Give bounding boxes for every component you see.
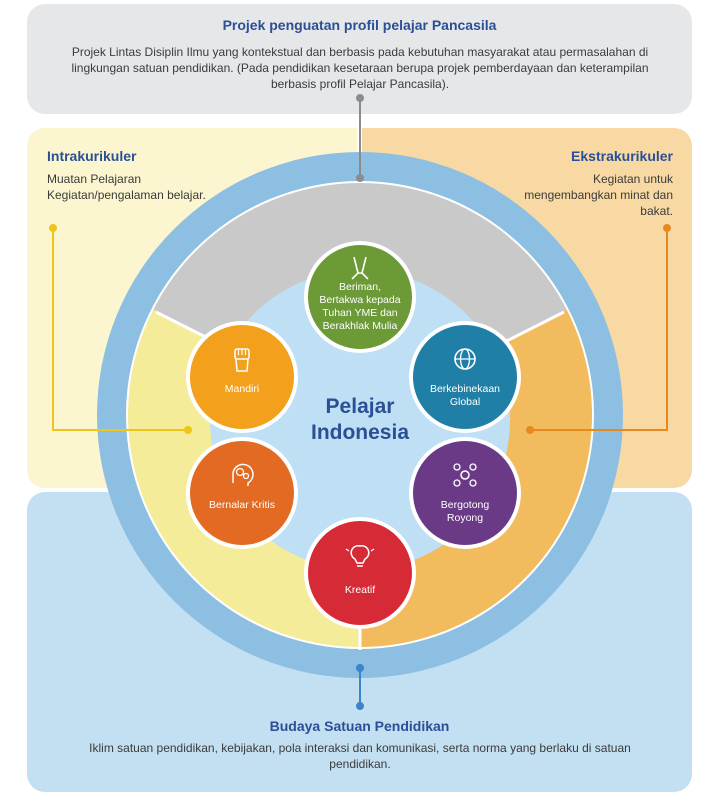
cocurricular-title: Projek penguatan profil pelajar Pancasil… — [222, 17, 497, 33]
dimension-circle — [413, 441, 517, 545]
center-label: Pelajar Indonesia — [305, 394, 415, 446]
center-label-line1: Pelajar — [325, 395, 395, 418]
connector-left — [52, 228, 188, 431]
dimension-label: Bernalar Kritis — [209, 499, 275, 511]
dimension-label: Beriman, Bertakwa kepada Tuhan YME dan B… — [319, 281, 401, 332]
connector-top-dot — [356, 94, 364, 102]
dimension-label: Kreatif — [344, 584, 376, 596]
lightbulb-icon — [345, 545, 375, 567]
dimension-circle — [190, 441, 294, 545]
connector-bottom-dot — [356, 664, 364, 672]
center-label-line2: Indonesia — [310, 421, 410, 444]
connector-right-dot — [663, 224, 671, 232]
connector-right-dot-end — [526, 426, 534, 434]
connector-left-dot-end — [184, 426, 192, 434]
raised-fist-icon — [234, 348, 250, 372]
cocurricular-description: Projek Lintas Disiplin Ilmu yang konteks… — [71, 45, 649, 91]
teamwork-icon — [453, 463, 477, 487]
dimension-circle — [413, 325, 517, 429]
school-culture-title: Budaya Satuan Pendidikan — [269, 718, 450, 734]
connector-bottom-dot-end — [356, 702, 364, 710]
dimension-label: Bergotong Royong — [440, 499, 490, 524]
dimension-circle — [190, 325, 294, 429]
dimension-label: Berkebinekaan Global — [429, 383, 501, 408]
praying-hands-icon — [351, 256, 369, 280]
connector-top-dot-end — [356, 174, 364, 182]
intracurricular-title: Intrakurikuler — [47, 148, 137, 164]
extracurricular-description: Kegiatan untuk mengembangkan minat dan b… — [524, 172, 673, 218]
school-culture-description: Iklim satuan pendidikan, kebijakan, pola… — [89, 741, 631, 771]
connector-right — [530, 228, 668, 431]
connector-left-dot — [49, 224, 57, 232]
globe-icon — [454, 348, 476, 370]
intracurricular-description: Muatan Pelajaran Kegiatan/pengalaman bel… — [47, 172, 206, 202]
dimension-label: Mandiri — [224, 383, 260, 395]
extracurricular-title: Ekstrakurikuler — [571, 148, 673, 164]
dimension-circle — [308, 521, 412, 625]
dimension-circle — [308, 245, 412, 349]
gears-head-icon — [232, 463, 254, 486]
